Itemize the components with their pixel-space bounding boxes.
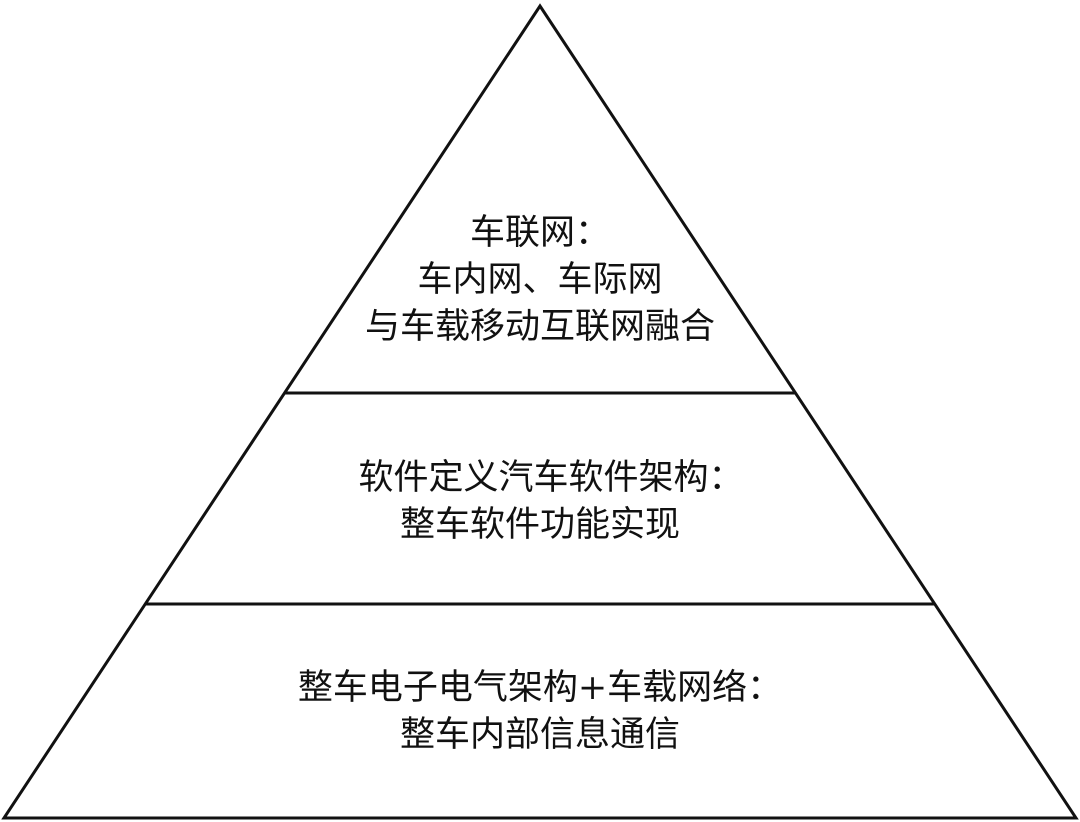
tier-middle-line-1: 软件定义汽车软件架构： — [358, 458, 744, 498]
tier-top-line-1: 车联网： — [469, 213, 610, 253]
tier-bottom-line-2: 整车内部信息通信 — [399, 715, 680, 755]
tier-top-text: 车联网： 车内网、车际网 与车载移动互联网融合 — [0, 210, 1080, 351]
tier-top-line-2: 车内网、车际网 — [417, 260, 663, 300]
tier-top-line-3: 与车载移动互联网融合 — [364, 307, 715, 347]
tier-middle-line-2: 整车软件功能实现 — [399, 505, 680, 545]
pyramid-outline — [1, 3, 1079, 820]
tier-middle-text: 软件定义汽车软件架构： 整车软件功能实现 — [0, 455, 1080, 549]
tier-bottom-text: 整车电子电气架构+车载网络： 整车内部信息通信 — [0, 665, 1080, 759]
tier-bottom-line-1: 整车电子电气架构+车载网络： — [297, 668, 783, 708]
